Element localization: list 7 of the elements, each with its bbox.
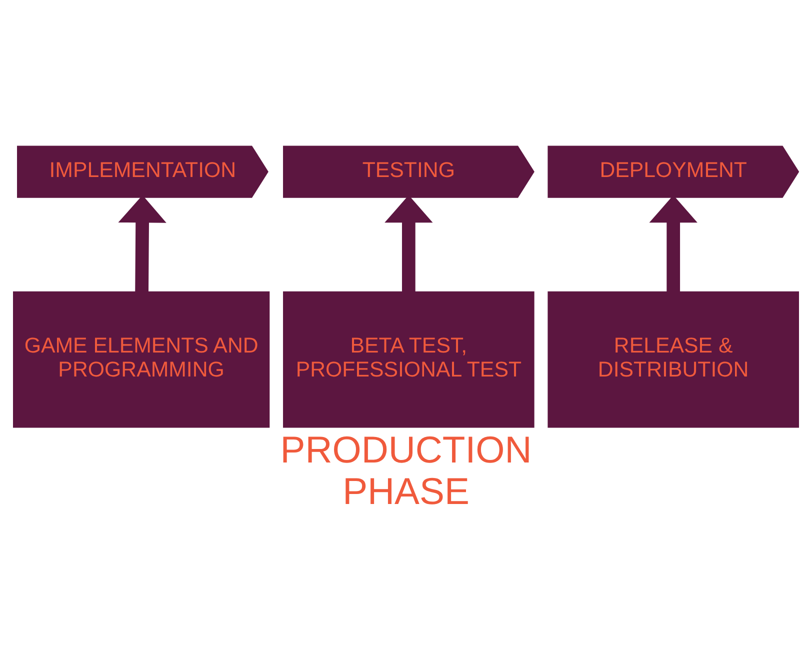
node-box: RELEASE & DISTRIBUTION: [548, 290, 799, 428]
arrow: [649, 194, 698, 292]
caption: PRODUCTION PHASE: [280, 428, 532, 512]
arrow: [118, 194, 166, 292]
node-box: BETA TEST, PROFESSIONAL TEST: [283, 290, 534, 428]
node-box: GAME ELEMENTS AND PROGRAMMING: [13, 290, 270, 428]
arrow: [384, 194, 433, 292]
